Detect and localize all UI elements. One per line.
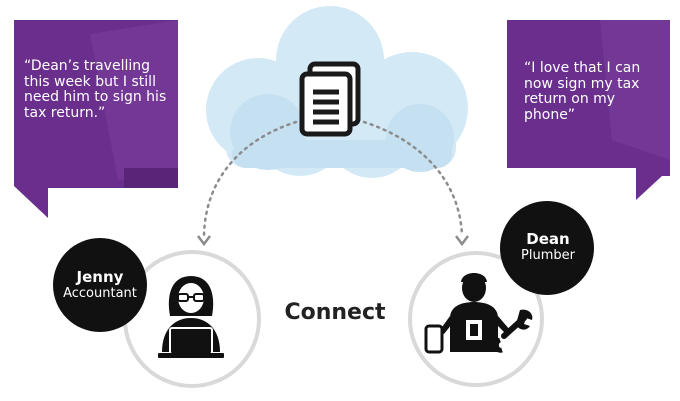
documents-icon: [299, 61, 361, 137]
dotted-arrow-right: [362, 120, 469, 247]
jenny-badge: [53, 238, 147, 332]
dean-role: Plumber: [521, 248, 575, 263]
jenny-role: Accountant: [63, 286, 137, 301]
dean-badge: [500, 201, 594, 295]
jenny-name: Jenny: [76, 268, 124, 286]
connect-label: Connect: [284, 300, 386, 325]
dean-name: Dean: [526, 230, 570, 248]
right-speech-bubble: [507, 20, 670, 200]
right-quote-text: “I love that I can now sign my tax retur…: [524, 60, 641, 123]
left-quote-text: “Dean’s travelling this week but I still…: [24, 58, 167, 121]
plumber-tools-icon: [424, 273, 533, 354]
accountant-laptop-icon: [158, 276, 224, 358]
left-speech-bubble: [14, 20, 178, 218]
dotted-arrow-left: [197, 120, 298, 247]
